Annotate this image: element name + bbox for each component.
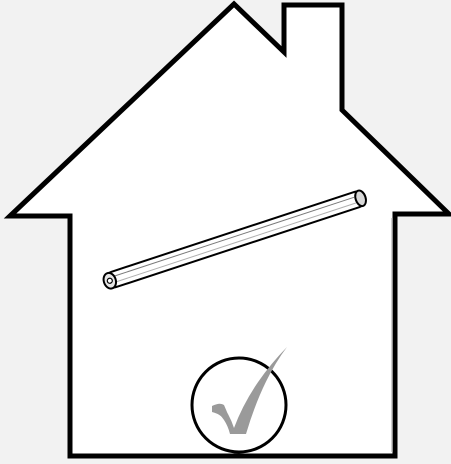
illustration-canvas (0, 0, 451, 464)
house-illustration (0, 0, 451, 464)
